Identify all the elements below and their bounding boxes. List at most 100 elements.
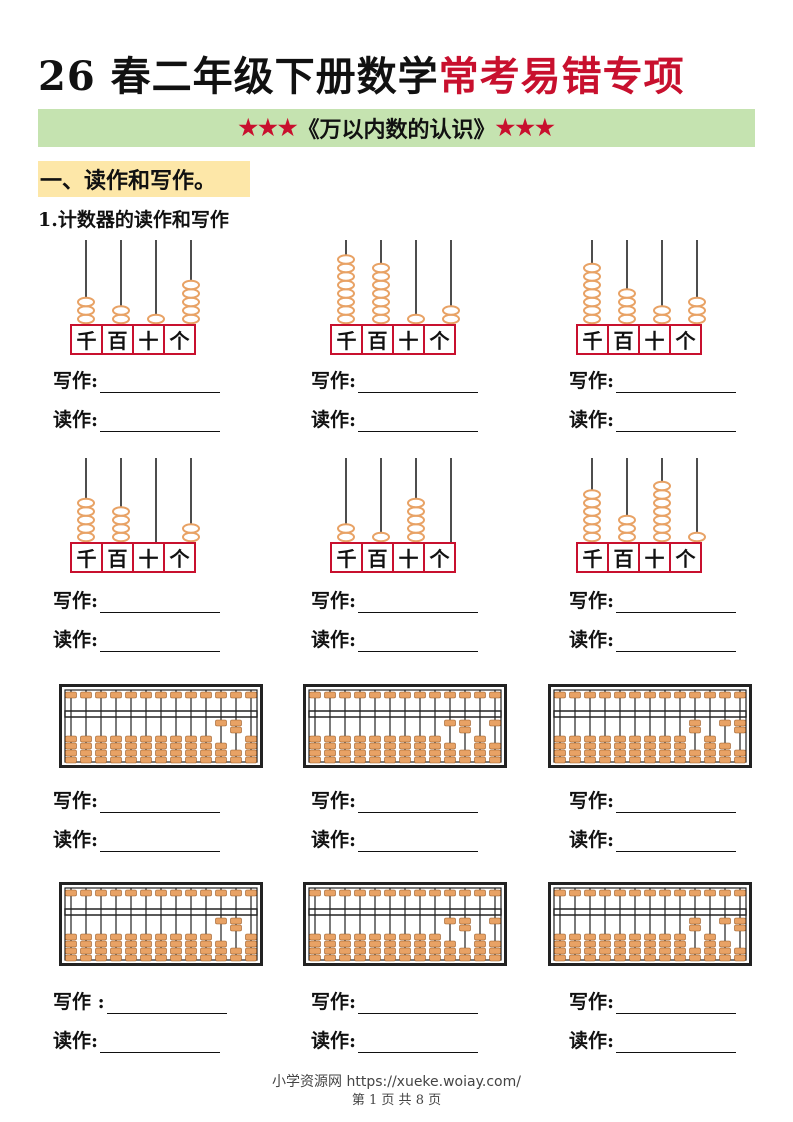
place-label: 个 xyxy=(163,324,196,355)
topic-text: 《万以内数的认识》 xyxy=(297,117,496,143)
answer-blank[interactable] xyxy=(100,794,221,813)
counter-bead xyxy=(77,514,95,526)
read-label: 读作: xyxy=(569,1030,615,1052)
read-field[interactable]: 读作: xyxy=(53,1026,221,1053)
answer-blank[interactable] xyxy=(100,413,221,432)
place-value-row: 千百十个 xyxy=(330,324,456,355)
write-field[interactable]: 写作: xyxy=(311,786,479,813)
counter-bead xyxy=(372,305,390,316)
counter-bead xyxy=(372,531,390,543)
counter-bead xyxy=(77,506,95,517)
counter-bead xyxy=(618,514,636,526)
answer-blank[interactable] xyxy=(358,374,479,393)
answer-blank[interactable] xyxy=(616,413,737,432)
counter-bead xyxy=(688,313,706,325)
read-label: 读作: xyxy=(311,829,357,851)
counter-bead xyxy=(337,288,355,299)
answer-blank[interactable] xyxy=(100,594,221,613)
answer-blank[interactable] xyxy=(358,833,479,852)
counter-4: 千百十个 xyxy=(70,458,210,573)
answer-blank[interactable] xyxy=(616,995,737,1014)
counter-bead xyxy=(583,531,601,543)
stars-right: ★★★ xyxy=(495,115,555,141)
answer-blank[interactable] xyxy=(616,633,737,652)
read-field[interactable]: 读作: xyxy=(569,405,737,432)
counter-bead xyxy=(653,514,671,526)
write-field[interactable]: 写作: xyxy=(569,786,737,813)
counter-bead xyxy=(77,313,95,325)
answer-blank[interactable] xyxy=(358,1034,479,1053)
write-field[interactable]: 写作: xyxy=(569,366,737,393)
counter-1: 千百十个 xyxy=(70,240,210,355)
place-label: 千 xyxy=(70,542,103,573)
counter-bead xyxy=(77,531,95,543)
counter-bead xyxy=(688,296,706,308)
counter-bead xyxy=(337,296,355,308)
read-field[interactable]: 读作: xyxy=(53,825,221,852)
counter-bead xyxy=(372,279,390,291)
read-label: 读作: xyxy=(53,1030,99,1052)
counter-bead xyxy=(147,313,165,325)
answer-blank[interactable] xyxy=(616,794,737,813)
counter-bead xyxy=(653,531,671,543)
write-field[interactable]: 写作: xyxy=(53,366,221,393)
write-field[interactable]: 写作: xyxy=(53,586,221,613)
counter-bead xyxy=(407,514,425,526)
write-field[interactable]: 写作: xyxy=(311,987,479,1014)
answer-blank[interactable] xyxy=(358,594,479,613)
counter-bead xyxy=(182,288,200,299)
place-label: 个 xyxy=(669,542,702,573)
place-label: 千 xyxy=(70,324,103,355)
page-title: 26 春二年级下册数学常考易错专项 xyxy=(38,53,685,100)
read-field[interactable]: 读作: xyxy=(311,1026,479,1053)
counter-bead xyxy=(583,296,601,308)
counter-bead xyxy=(407,531,425,543)
answer-blank[interactable] xyxy=(358,413,479,432)
place-label: 千 xyxy=(330,542,363,573)
read-label: 读作: xyxy=(53,829,99,851)
answer-blank[interactable] xyxy=(100,833,221,852)
read-field[interactable]: 读作: xyxy=(569,825,737,852)
read-label: 读作: xyxy=(53,409,99,431)
answer-blank[interactable] xyxy=(358,794,479,813)
write-field[interactable]: 写作: xyxy=(311,586,479,613)
place-label: 十 xyxy=(392,324,425,355)
write-field[interactable]: 写作: xyxy=(569,586,737,613)
place-label: 千 xyxy=(330,324,363,355)
write-field[interactable]: 写作 : xyxy=(53,987,227,1014)
read-label: 读作: xyxy=(53,629,99,651)
answer-blank[interactable] xyxy=(616,1034,737,1053)
read-field[interactable]: 读作: xyxy=(53,625,221,652)
read-label: 读作: xyxy=(311,409,357,431)
read-label: 读作: xyxy=(311,629,357,651)
place-label: 千 xyxy=(576,542,609,573)
answer-blank[interactable] xyxy=(100,633,221,652)
place-label: 十 xyxy=(638,324,671,355)
read-field[interactable]: 读作: xyxy=(311,625,479,652)
read-field[interactable]: 读作: xyxy=(569,1026,737,1053)
read-field[interactable]: 读作: xyxy=(53,405,221,432)
write-label: 写作: xyxy=(569,590,615,612)
read-field[interactable]: 读作: xyxy=(569,625,737,652)
read-field[interactable]: 读作: xyxy=(311,405,479,432)
counter-bead xyxy=(653,523,671,534)
counter-bead xyxy=(442,305,460,316)
answer-blank[interactable] xyxy=(106,995,227,1014)
answer-blank[interactable] xyxy=(100,374,221,393)
answer-blank[interactable] xyxy=(358,995,479,1014)
counter-bead xyxy=(583,305,601,316)
read-label: 读作: xyxy=(569,829,615,851)
answer-blank[interactable] xyxy=(616,833,737,852)
read-field[interactable]: 读作: xyxy=(311,825,479,852)
write-label: 写作: xyxy=(311,790,357,812)
answer-blank[interactable] xyxy=(100,1034,221,1053)
abacus-6 xyxy=(548,882,752,966)
write-field[interactable]: 写作: xyxy=(569,987,737,1014)
counter-bead xyxy=(337,271,355,282)
answer-blank[interactable] xyxy=(616,594,737,613)
write-field[interactable]: 写作: xyxy=(311,366,479,393)
abacus-5 xyxy=(303,882,507,966)
answer-blank[interactable] xyxy=(616,374,737,393)
answer-blank[interactable] xyxy=(358,633,479,652)
write-field[interactable]: 写作: xyxy=(53,786,221,813)
